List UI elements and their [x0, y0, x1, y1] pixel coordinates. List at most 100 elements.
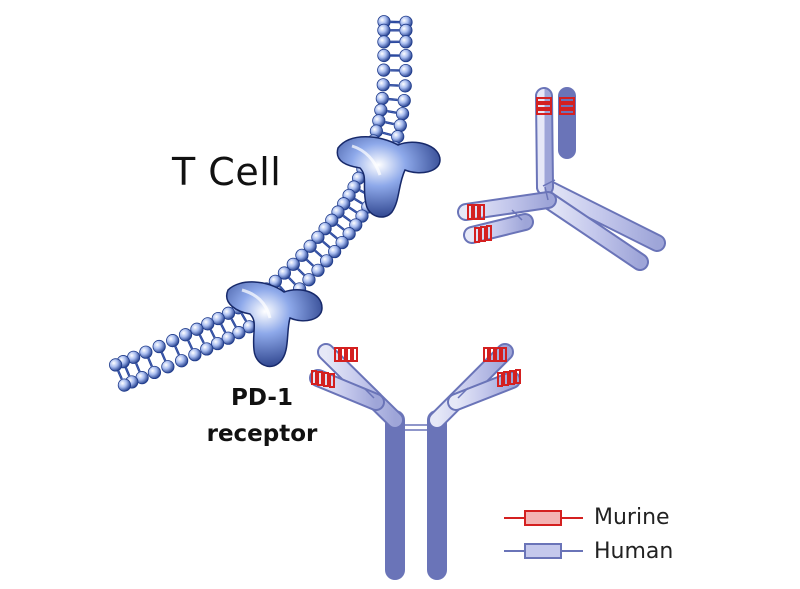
lipid-tail [174, 346, 179, 356]
pd1-receptor-label: PD-1 receptor [203, 380, 321, 452]
lipid-head [377, 23, 391, 37]
lipid-tail [348, 207, 357, 214]
lipid-tail [175, 346, 181, 355]
lipid-head [399, 23, 413, 37]
lipid-head [374, 103, 388, 117]
lipid-tail [388, 97, 398, 100]
lipid-tail [125, 367, 131, 376]
lipid-head [399, 35, 413, 49]
t-cell-label: T Cell [172, 150, 282, 194]
lipid-head [311, 263, 325, 277]
lipid-head [188, 348, 202, 362]
lipid-head [328, 244, 342, 259]
lipid-tail [161, 352, 167, 361]
lipid-tail [135, 363, 140, 372]
lipid-tail [187, 340, 193, 350]
lipid-tail [387, 110, 397, 113]
lipid-head [161, 360, 175, 374]
legend-murine-label: Murine [594, 505, 670, 530]
lipid-head [391, 130, 405, 144]
lipid-head [295, 248, 309, 262]
lipid-head [318, 222, 332, 236]
lipid-tail [210, 329, 216, 338]
lipid-tail [160, 352, 166, 362]
lipid-tail [209, 329, 215, 339]
lipid-head [175, 354, 189, 368]
lipid-head [302, 273, 316, 287]
lipid-tail [336, 223, 345, 230]
lipid-head [375, 91, 389, 106]
lipid-tail [240, 313, 247, 322]
lipid-tail [221, 323, 227, 333]
pd1-label-line1: PD-1 [231, 385, 293, 411]
lipid-head [393, 118, 407, 133]
lipid-head [221, 306, 236, 320]
lipid-head [117, 378, 131, 392]
lipid-tail [117, 370, 122, 380]
lipid-tail [329, 232, 338, 240]
lipid-tail [297, 268, 306, 276]
lipid-head [152, 339, 166, 354]
lipid-tail [385, 122, 394, 126]
cell-membrane [109, 15, 413, 392]
lipid-tail [241, 312, 248, 322]
lipid-head [147, 365, 162, 380]
lipid-head [377, 63, 391, 77]
lipid-tail [136, 362, 141, 372]
lipid-tail [315, 249, 323, 257]
antibody-upper-right [457, 87, 666, 271]
lipid-head [286, 257, 300, 271]
lipid-head [398, 79, 412, 93]
lipid-tail [314, 250, 322, 258]
lipid-tail [199, 334, 205, 344]
lipid-tail [147, 358, 152, 367]
lipid-tail [354, 198, 363, 205]
lipid-head [349, 218, 363, 232]
lipid-tail [118, 370, 123, 380]
lipid-tail [230, 319, 236, 328]
lipid-head [201, 317, 215, 331]
lipid-head [277, 266, 292, 280]
lipid-tail [382, 131, 392, 135]
lipid-head [376, 78, 390, 92]
lipid-head [210, 336, 225, 351]
lipid-tail [288, 276, 296, 285]
lipid-tail [349, 206, 358, 213]
lipid-head [342, 227, 356, 241]
lipid-head [335, 235, 349, 250]
lipid-tail [354, 197, 363, 204]
lipid-head [319, 254, 334, 268]
lipid-tail [306, 258, 314, 266]
legend-murine-swatch [504, 510, 583, 526]
lipid-tail [385, 121, 395, 125]
lipid-head [178, 328, 193, 342]
lipid-tail [188, 340, 194, 349]
pd1-label-line2: receptor [206, 421, 318, 447]
lipid-tail [336, 224, 344, 231]
lipid-tail [387, 111, 397, 114]
lipid-head [395, 107, 410, 121]
lipid-tail [322, 240, 331, 248]
lipid-tail [342, 215, 351, 223]
lipid-tail [297, 268, 305, 276]
lipid-tail [231, 318, 237, 327]
lipid-head [166, 334, 180, 348]
legend-human-label: Human [594, 539, 674, 564]
pd1-receptor-lower [225, 281, 323, 368]
pd1-receptor-upper [336, 136, 441, 218]
lipid-head [377, 48, 391, 63]
lipid-head [399, 63, 413, 78]
lipid-tail [322, 241, 330, 249]
lipid-head [377, 35, 391, 49]
lipid-head [139, 345, 153, 359]
antibody-bottom [309, 343, 521, 580]
lipid-tail [124, 367, 130, 377]
lipid-head [311, 230, 325, 244]
lipid-head [211, 311, 225, 326]
lipid-head [109, 358, 123, 372]
lipid-tail [305, 259, 314, 267]
lipid-head [303, 239, 317, 253]
lipid-tail [330, 231, 338, 239]
legend-human-swatch [504, 543, 583, 559]
